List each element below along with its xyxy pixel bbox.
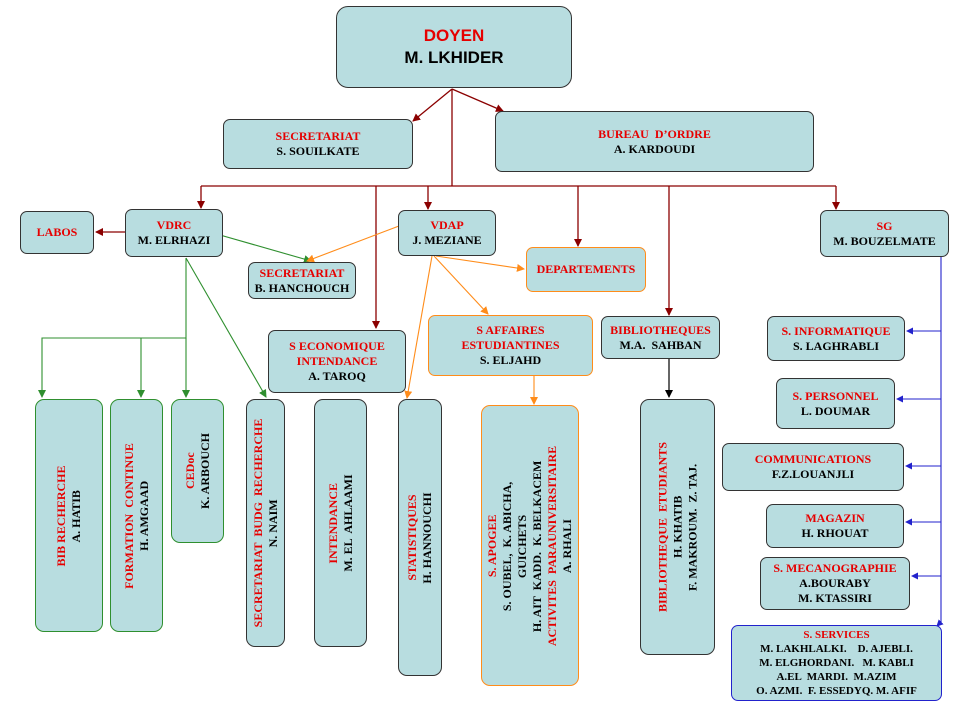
s-apogee-names-3: H. AIT KADD. K. BELKACEM bbox=[530, 459, 544, 632]
bib-recherche-name: A. HATIB bbox=[69, 489, 83, 542]
node-s-personnel: S. PERSONNEL L. DOUMAR bbox=[776, 378, 895, 429]
s-apogee-title2: ACTIVITES PARAUNIVERSITAIRE bbox=[545, 445, 559, 646]
s-apogee-names-2: GUICHETS bbox=[515, 513, 529, 578]
s-apogee-title: S. APOGEE bbox=[485, 514, 499, 577]
node-communications: COMMUNICATIONS F.Z.LOUANJLI bbox=[722, 443, 904, 491]
bureau-ordre-title: BUREAU D’ORDRE bbox=[598, 126, 711, 141]
node-magazin: MAGAZIN H. RHOUAT bbox=[766, 504, 904, 548]
cedoc-name: K. ARBOUCH bbox=[197, 432, 212, 510]
edge-vdrc-branch bbox=[38, 258, 187, 398]
s-informatique-title: S. INFORMATIQUE bbox=[781, 323, 891, 338]
edge-vdap-secretariat2 bbox=[306, 225, 400, 263]
statistiques-name: H. HANNOUCHI bbox=[420, 491, 434, 584]
edge-vdap-departements bbox=[435, 255, 525, 272]
secretariat2-name: B. HANCHOUCH bbox=[254, 280, 350, 295]
bibliotheques-name: M.A. SAHBAN bbox=[619, 337, 702, 352]
edge-vdap-affaires bbox=[433, 255, 489, 315]
formation-continue-name: H. AMGAAD bbox=[136, 480, 151, 551]
node-secretariat-2: SECRETARIAT B. HANCHOUCH bbox=[248, 262, 356, 299]
s-apogee-name2: A. RHALI bbox=[560, 518, 574, 573]
node-s-informatique: S. INFORMATIQUE S. LAGHRABLI bbox=[767, 316, 905, 361]
edge-doyen-secretariat bbox=[412, 88, 453, 122]
node-intendance: INTENDANCE M. EL AHLAAMI bbox=[314, 399, 367, 647]
node-departements: DEPARTEMENTS bbox=[526, 247, 646, 292]
node-formation-continue: FORMATION CONTINUE H. AMGAAD bbox=[110, 399, 163, 632]
s-affaires-title-1: S AFFAIRES bbox=[476, 323, 545, 337]
s-apogee-names-1: S. OUBEL, K. ABICHA, bbox=[500, 480, 514, 611]
s-economique-title-2: INTENDANCE bbox=[296, 354, 378, 368]
node-sec-budg-recherche: SECRETARIAT BUDG RECHERCHE N. NAIM bbox=[246, 399, 285, 647]
edge-vdap-statistiques bbox=[404, 255, 433, 399]
s-personnel-title: S. PERSONNEL bbox=[792, 388, 879, 403]
node-s-services: S. SERVICES M. LAKHLALKI. D. AJEBLI. M. … bbox=[731, 625, 942, 701]
communications-name: F.Z.LOUANJLI bbox=[771, 467, 855, 481]
node-vdap: VDAP J. MEZIANE bbox=[398, 210, 496, 256]
statistiques-title: STATISTIQUES bbox=[405, 494, 419, 581]
node-secretariat: SECRETARIAT S. SOUILKATE bbox=[223, 119, 413, 169]
edge-doyen-bureau bbox=[451, 88, 504, 112]
node-sg: SG M. BOUZELMATE bbox=[820, 210, 949, 257]
node-statistiques: STATISTIQUES H. HANNOUCHI bbox=[398, 399, 442, 676]
s-informatique-name: S. LAGHRABLI bbox=[792, 338, 880, 353]
s-services-title: S. SERVICES bbox=[803, 629, 870, 641]
node-cedoc: CEDoc K. ARBOUCH bbox=[171, 399, 224, 543]
s-services-names-2: M. ELGHORDANI. M. KABLI bbox=[759, 657, 914, 669]
bib-etudiants-names-1: H. KHATIB bbox=[670, 495, 684, 559]
node-bib-recherche: BIB RECHERCHE A. HATIB bbox=[35, 399, 103, 632]
node-labos: LABOS bbox=[20, 211, 94, 254]
s-personnel-name: L. DOUMAR bbox=[800, 403, 871, 418]
intendance-title: INTENDANCE bbox=[325, 482, 340, 564]
intendance-name: M. EL AHLAAMI bbox=[340, 474, 355, 572]
edge-vdrc-secretariat2 bbox=[212, 232, 312, 263]
communications-title: COMMUNICATIONS bbox=[754, 452, 872, 466]
bib-etudiants-names-2: F. MAKROUM. Z. TAJ. bbox=[685, 463, 699, 591]
sec-budg-title: SECRETARIAT BUDG RECHERCHE bbox=[250, 418, 265, 628]
sg-title: SG bbox=[876, 218, 893, 233]
s-services-names-3: A.EL MARDI. M.AZIM bbox=[776, 671, 897, 683]
node-doyen: DOYEN M. LKHIDER bbox=[336, 6, 572, 88]
s-mecanographie-name-1: A.BOURABY bbox=[799, 576, 871, 590]
node-s-affaires: S AFFAIRES ESTUDIANTINES S. ELJAHD bbox=[428, 315, 593, 376]
vdap-name: J. MEZIANE bbox=[412, 233, 482, 247]
node-bureau-ordre: BUREAU D’ORDRE A. KARDOUDI bbox=[495, 111, 814, 172]
s-economique-name: A. TAROQ bbox=[308, 369, 366, 383]
s-mecanographie-name-2: M. KTASSIRI bbox=[798, 591, 872, 605]
node-s-apogee: S. APOGEE S. OUBEL, K. ABICHA, GUICHETS … bbox=[481, 405, 579, 686]
node-vdrc: VDRC M. ELRHAZI bbox=[125, 209, 223, 257]
formation-continue-title: FORMATION CONTINUE bbox=[121, 442, 136, 589]
cedoc-title: CEDoc bbox=[182, 452, 197, 490]
departements-title: DEPARTEMENTS bbox=[536, 262, 636, 276]
secretariat-title: SECRETARIAT bbox=[275, 129, 361, 143]
s-affaires-title-2: ESTUDIANTINES bbox=[461, 338, 560, 352]
node-bib-etudiants: BIBLIOTHEQUE ETUDIANTS H. KHATIB F. MAKR… bbox=[640, 399, 715, 655]
doyen-title: DOYEN bbox=[423, 26, 485, 45]
vdrc-name: M. ELRHAZI bbox=[137, 233, 211, 247]
magazin-title: MAGAZIN bbox=[805, 511, 865, 525]
vdap-title: VDAP bbox=[430, 218, 464, 232]
edge-vdrc-secbudg bbox=[185, 257, 267, 398]
secretariat2-title: SECRETARIAT bbox=[259, 265, 345, 280]
sg-name: M. BOUZELMATE bbox=[833, 233, 936, 248]
magazin-name: H. RHOUAT bbox=[801, 526, 869, 540]
s-mecanographie-title: S. MECANOGRAPHIE bbox=[773, 561, 897, 575]
bibliotheques-title: BIBLIOTHEQUES bbox=[610, 322, 711, 337]
s-services-names-4: O. AZMI. F. ESSEDYQ. M. AFIF bbox=[756, 685, 917, 697]
node-s-mecanographie: S. MECANOGRAPHIE A.BOURABY M. KTASSIRI bbox=[760, 557, 910, 610]
node-bibliotheques: BIBLIOTHEQUES M.A. SAHBAN bbox=[601, 316, 720, 359]
s-affaires-name: S. ELJAHD bbox=[479, 353, 542, 367]
s-economique-title-1: S ECONOMIQUE bbox=[289, 339, 385, 353]
bib-recherche-title: BIB RECHERCHE bbox=[54, 464, 68, 567]
bib-etudiants-title: BIBLIOTHEQUE ETUDIANTS bbox=[655, 441, 669, 613]
bureau-ordre-name: A. KARDOUDI bbox=[613, 141, 696, 156]
sec-budg-name: N. NAIM bbox=[265, 499, 280, 547]
secretariat-name: S. SOUILKATE bbox=[276, 144, 360, 158]
doyen-name: M. LKHIDER bbox=[404, 48, 504, 67]
labos-title: LABOS bbox=[36, 225, 78, 239]
node-s-economique: S ECONOMIQUE INTENDANCE A. TAROQ bbox=[268, 330, 406, 393]
vdrc-title: VDRC bbox=[156, 218, 192, 232]
s-services-names-1: M. LAKHLALKI. D. AJEBLI. bbox=[760, 643, 913, 655]
